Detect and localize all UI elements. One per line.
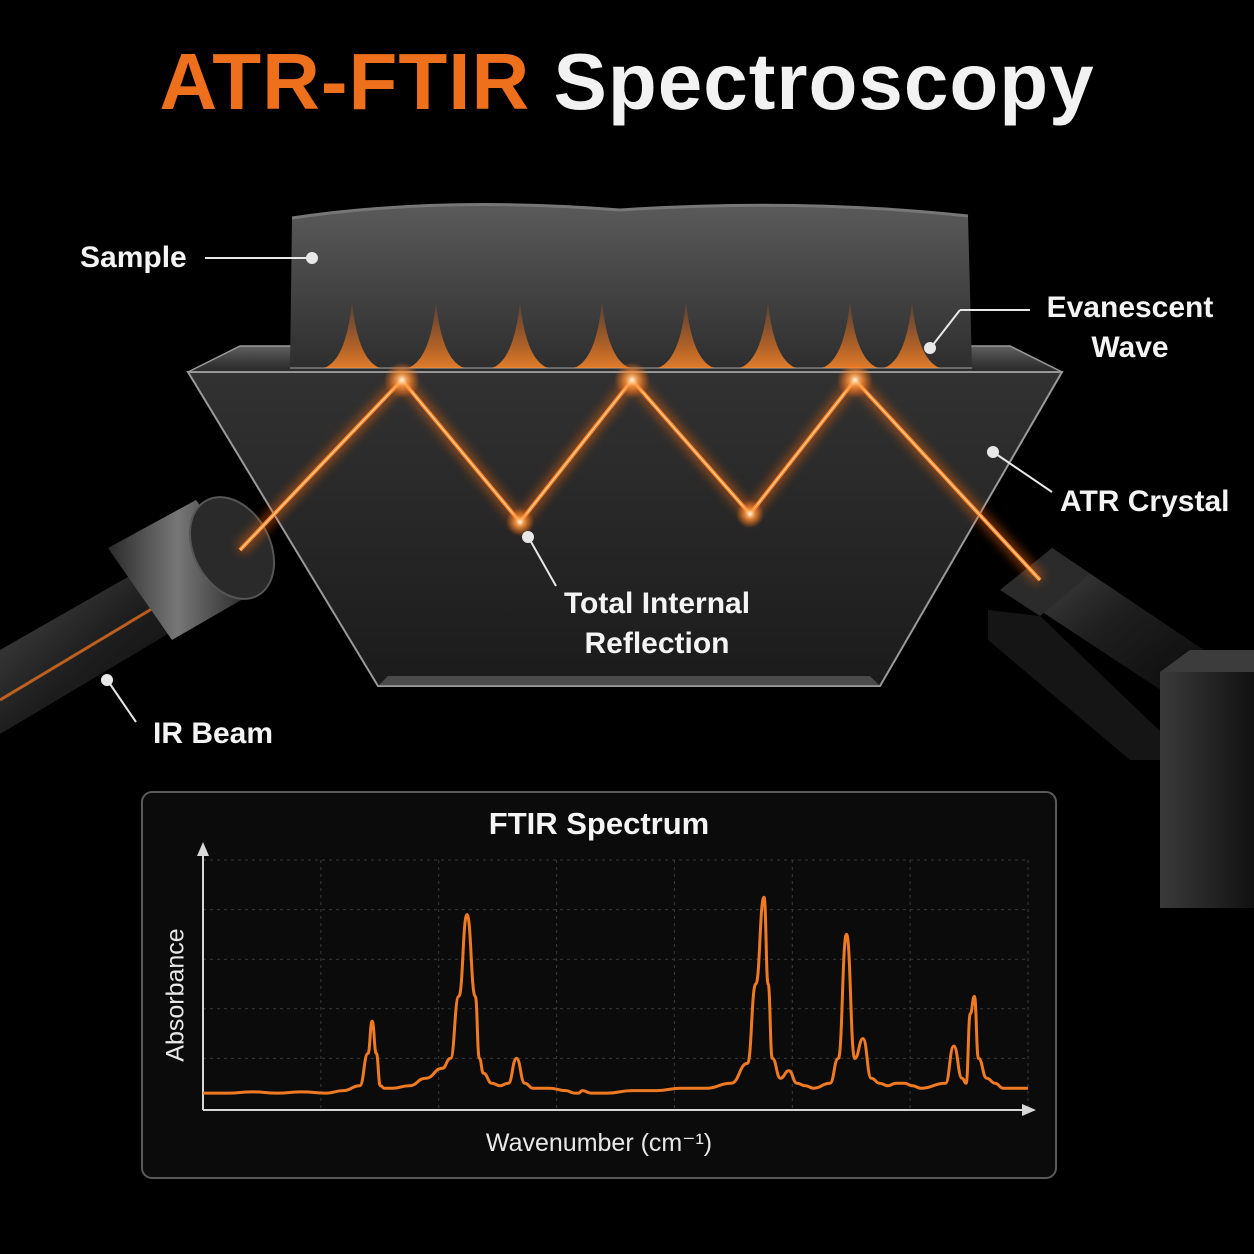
callout-lines bbox=[101, 252, 1053, 723]
label-ir-beam: IR Beam bbox=[153, 717, 274, 750]
title-rest: Spectroscopy bbox=[553, 37, 1095, 126]
evanescent-spike bbox=[658, 302, 714, 368]
y-axis-arrow bbox=[197, 842, 209, 856]
y-axis-label: Absorbance bbox=[161, 928, 190, 1062]
page-title: ATR-FTIR Spectroscopy bbox=[0, 42, 1254, 122]
label-tir-line1: Total Internal bbox=[563, 587, 751, 620]
ir-beam-path bbox=[235, 362, 1045, 585]
label-sample: Sample bbox=[80, 241, 187, 274]
spectrum-series-line bbox=[202, 895, 1028, 1095]
evanescent-spike bbox=[822, 302, 878, 368]
evanescent-spike bbox=[740, 302, 796, 368]
label-tir-line2: Reflection bbox=[584, 627, 730, 660]
label-evanescent-wave: Evanescent Wave bbox=[1030, 288, 1230, 368]
label-total-internal-reflection: Total Internal Reflection bbox=[546, 584, 768, 664]
evanescent-spike bbox=[324, 302, 380, 368]
ir-source-pipe bbox=[0, 496, 276, 734]
sample-block bbox=[290, 203, 972, 369]
label-evanescent-line2: Wave bbox=[1091, 331, 1169, 364]
x-axis-arrow bbox=[1022, 1104, 1036, 1116]
x-axis-label: Wavenumber (cm⁻¹) bbox=[485, 1129, 713, 1157]
detector-arm bbox=[988, 548, 1254, 908]
spectrum-panel bbox=[141, 791, 1057, 1179]
title-accent: ATR-FTIR bbox=[159, 37, 531, 126]
evanescent-spike bbox=[884, 302, 940, 368]
chart-grid bbox=[203, 859, 1029, 1108]
evanescent-spike bbox=[492, 302, 548, 368]
evanescent-spike bbox=[408, 302, 464, 368]
label-evanescent-line1: Evanescent bbox=[1046, 291, 1214, 324]
evanescent-spike bbox=[574, 302, 630, 368]
evanescent-wave bbox=[324, 302, 940, 368]
label-atr-crystal: ATR Crystal bbox=[1060, 485, 1230, 518]
chart-title: FTIR Spectrum bbox=[488, 806, 710, 841]
